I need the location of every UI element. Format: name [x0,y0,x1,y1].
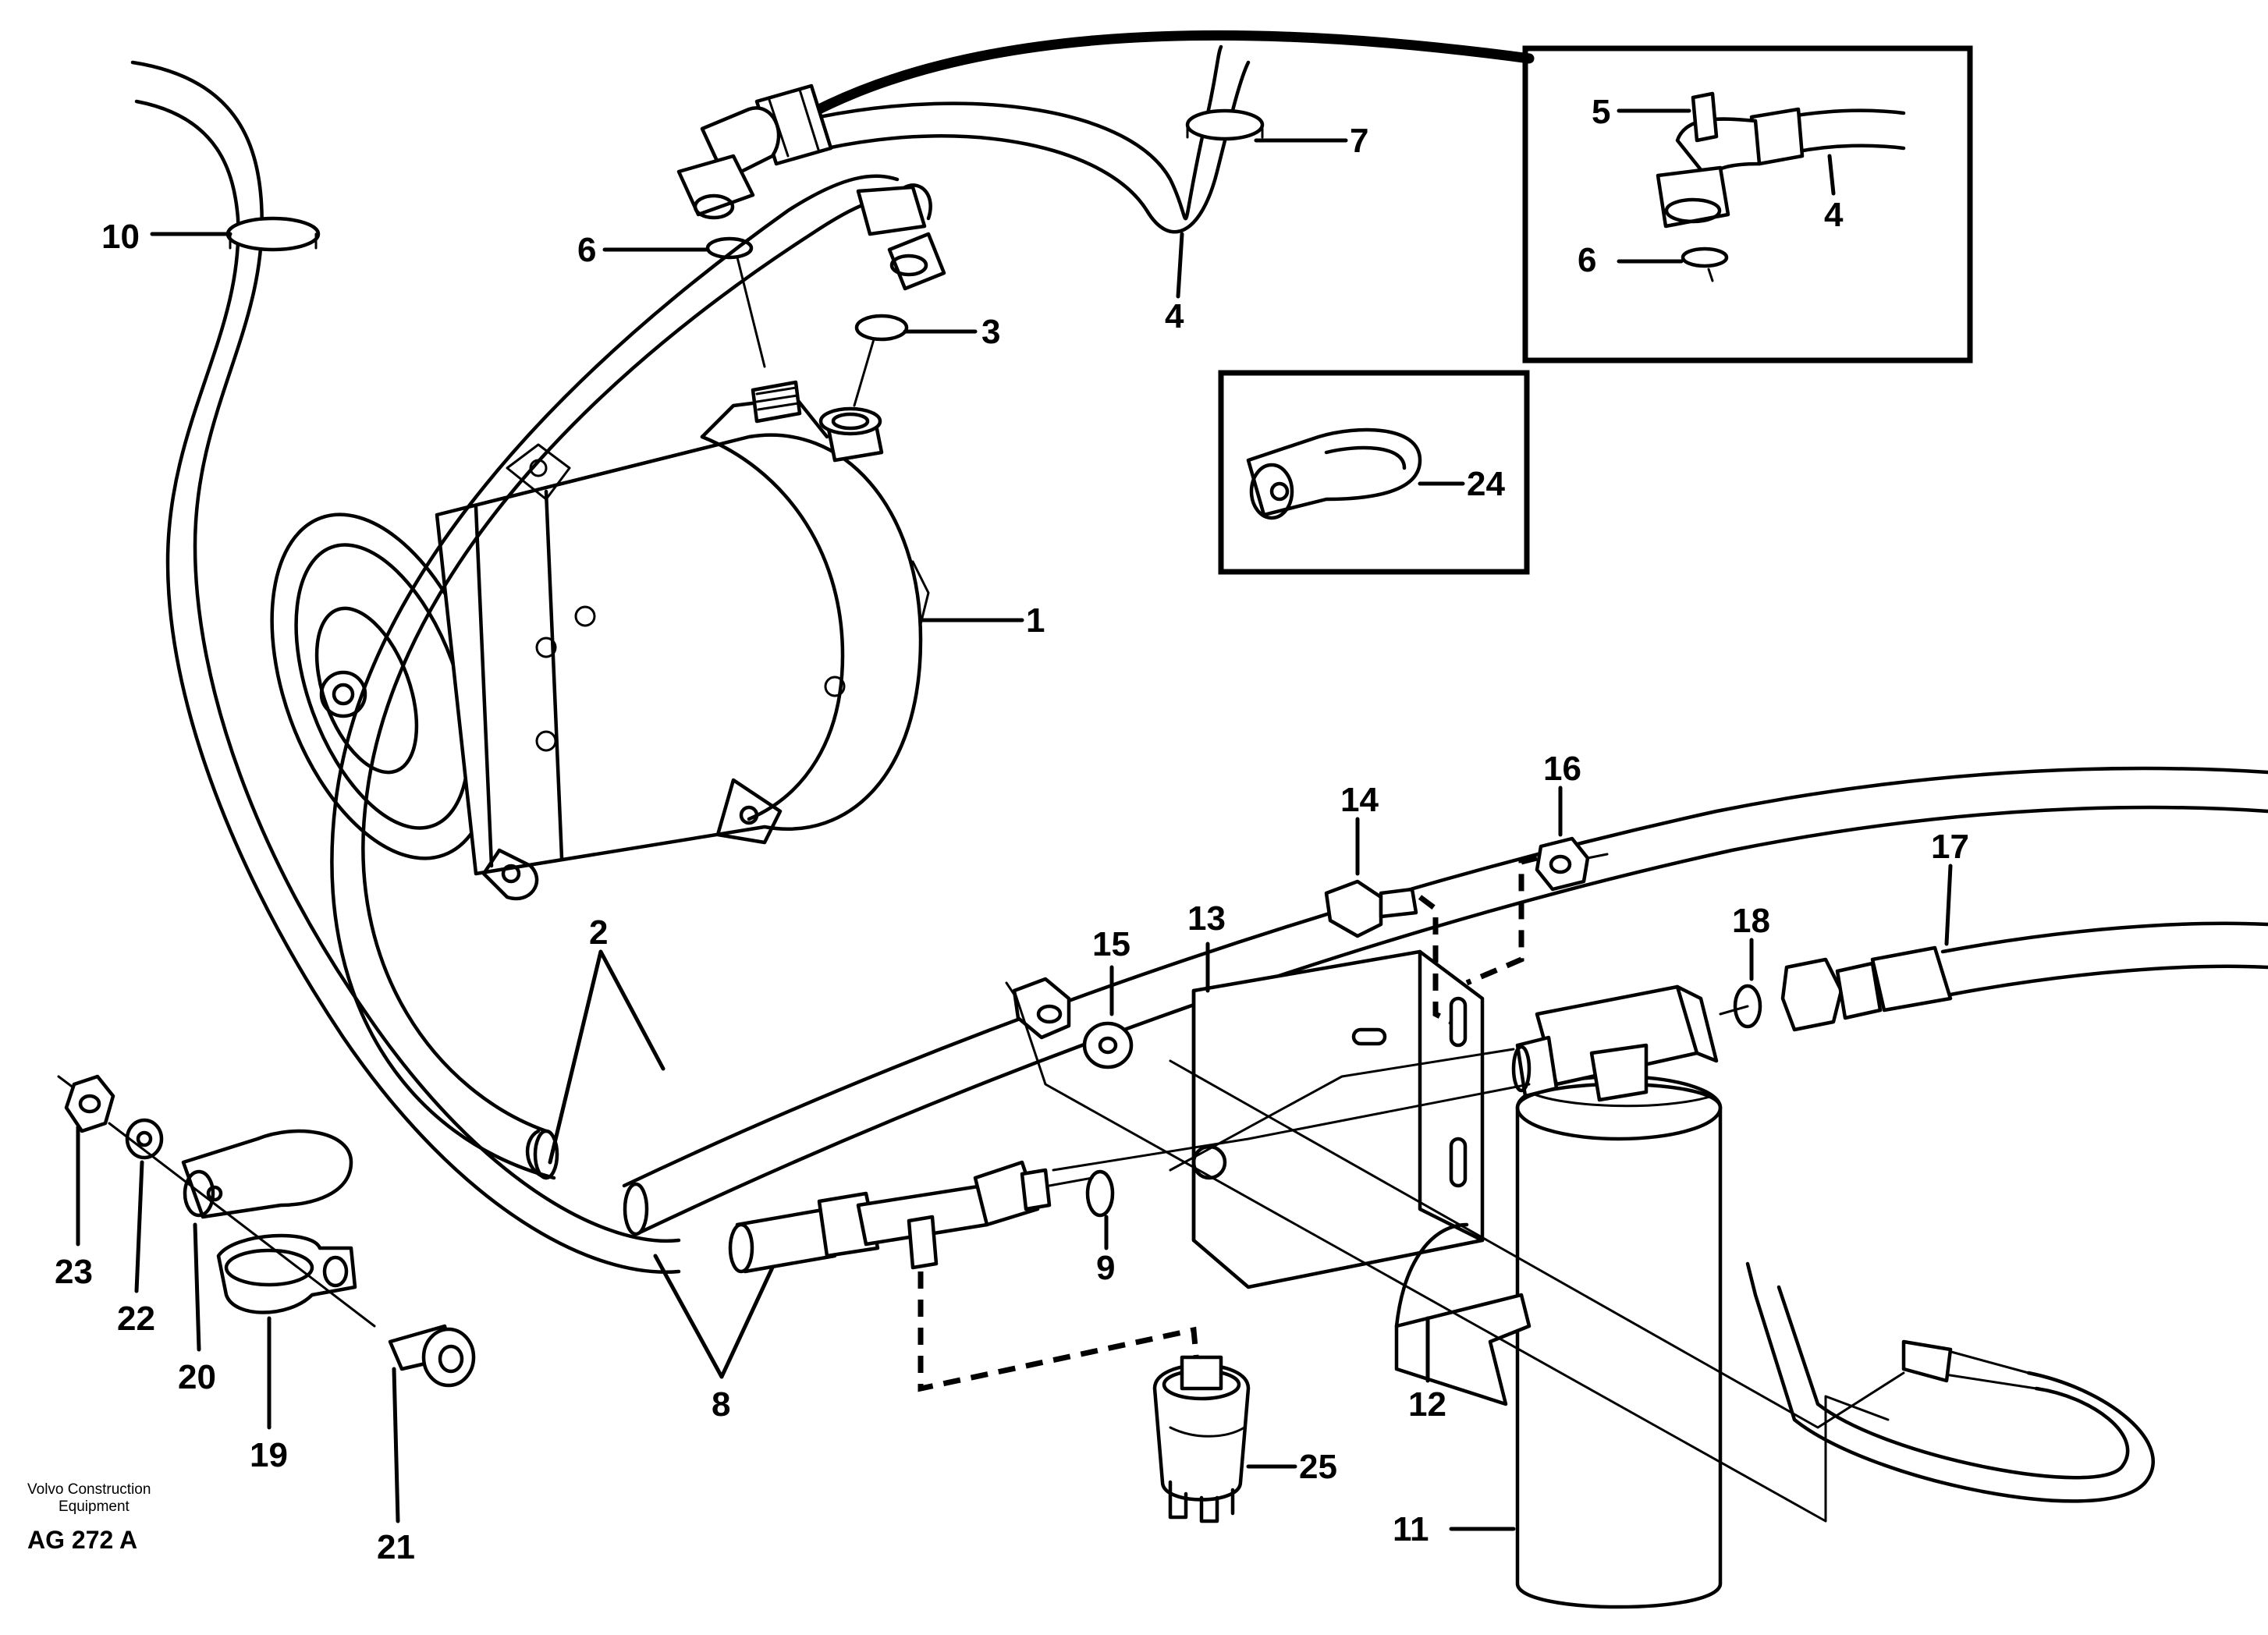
callout-14: 14 [1340,781,1379,819]
callout-10: 10 [101,218,140,256]
fitting [1780,957,1844,1032]
receiver-drier-11 [1511,984,1749,1609]
credit-line-1: Volvo Construction [27,1481,151,1498]
callout-4b: 4 [1824,196,1844,234]
leader-lines [76,108,1953,1531]
u-bolt [1745,1261,2155,1503]
detail-box-clamp [1218,370,1530,575]
callout-13: 13 [1187,899,1226,938]
liquid-line-8 [728,1160,1251,1523]
callout-11: 11 [1393,1510,1429,1548]
bracket-13 [1191,949,1485,1289]
callout-3: 3 [981,313,1000,351]
callout-15: 15 [1092,925,1130,963]
callout-22: 22 [117,1300,155,1338]
hose-10 [130,60,681,1274]
callout-16: 16 [1543,750,1581,788]
callout-1: 1 [1026,601,1045,640]
callout-9: 9 [1096,1249,1115,1287]
o-ring-6 [705,236,754,260]
callout-5: 5 [1592,93,1610,131]
callout-25: 25 [1299,1448,1337,1486]
callout-24: 24 [1467,465,1505,503]
callout-17: 17 [1931,828,1969,866]
nut-16 [1535,836,1590,892]
callout-2: 2 [589,913,608,952]
callout-6b: 6 [1578,241,1596,279]
detail-box-service-valve [1522,45,1973,364]
callout-23: 23 [55,1253,93,1291]
clamp-assembly [57,1074,476,1388]
callout-labels: 1 2 3 4 4 5 6 6 7 8 9 10 11 12 13 14 15 … [55,93,1969,1566]
credit-line-2: Equipment [59,1498,130,1515]
callout-18: 18 [1732,902,1770,940]
hose-17 [1940,921,2268,954]
hose-4 [676,30,1535,234]
callout-21: 21 [377,1528,415,1566]
o-ring-9 [1085,1169,1115,1218]
callout-19: 19 [250,1436,288,1474]
assembly-line [1013,989,1890,1523]
o-ring-18 [1733,984,1762,1029]
compressor-1 [270,380,930,901]
callout-7: 7 [1350,122,1368,160]
bolt-14 [1324,879,1383,938]
callout-4a: 4 [1165,297,1184,335]
figure-code: AG 272 A [27,1526,137,1554]
callout-6a: 6 [577,231,596,269]
callout-8: 8 [712,1385,730,1424]
callout-12: 12 [1408,1385,1446,1424]
washer-15 [1082,1021,1134,1069]
callout-20: 20 [178,1358,216,1396]
o-ring-3 [854,314,909,342]
